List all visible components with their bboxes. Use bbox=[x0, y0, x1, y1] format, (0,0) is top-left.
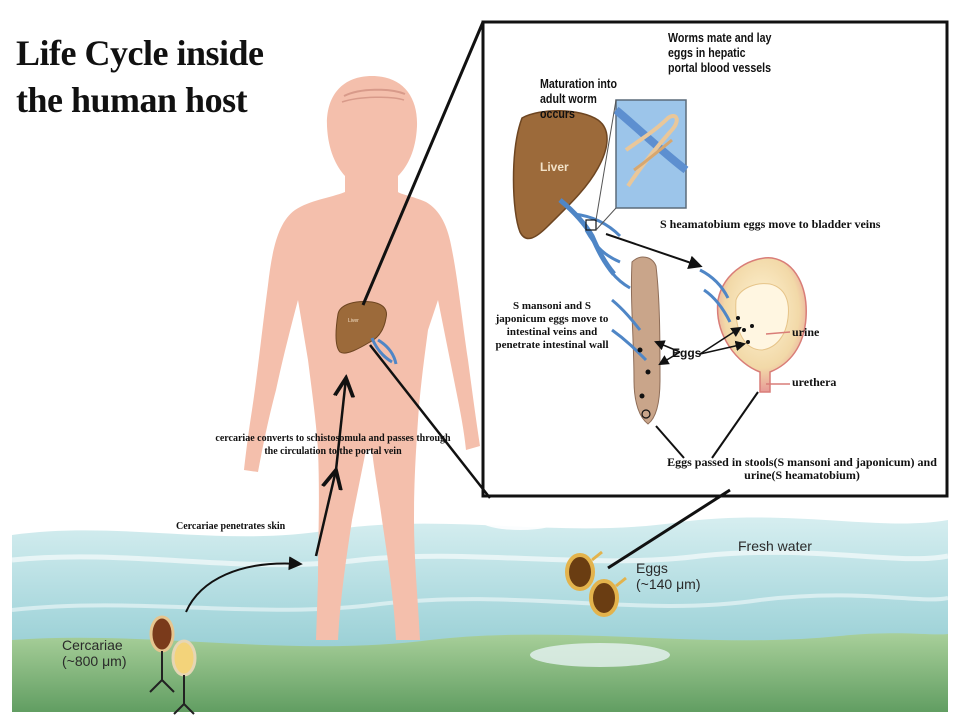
eggs-passed-label: Eggs passed in stools(S mansoni and japo… bbox=[667, 455, 937, 482]
inset-frame bbox=[481, 20, 949, 498]
eggs-label: Eggs (~140 μm) bbox=[636, 560, 700, 592]
cercariae-arrow bbox=[185, 556, 303, 613]
inset-liver bbox=[512, 110, 631, 290]
zoom-line-top bbox=[361, 21, 485, 306]
worms-mate-label: Worms mate and lay eggs in hepatic porta… bbox=[668, 30, 772, 75]
page-title: Life Cycle inside the human host bbox=[16, 33, 264, 120]
mansoni-label: S mansoni and S japonicum eggs move to i… bbox=[495, 300, 609, 351]
cercariae-label: Cercariae (~800 μm) bbox=[62, 637, 126, 669]
fresh-water-label: Fresh water bbox=[738, 538, 812, 554]
bladder bbox=[699, 257, 807, 393]
body-arrows bbox=[314, 378, 346, 557]
haematobium-label: S heamatobium eggs move to bladder veins bbox=[660, 217, 881, 231]
eggs-title: Eggs bbox=[636, 560, 668, 576]
cercariae-penetrates-label: Cercariae penetrates skin bbox=[176, 521, 286, 532]
urethera-label: urethera bbox=[792, 375, 837, 389]
intestinal-wall bbox=[611, 256, 661, 425]
eggs-size: (~140 μm) bbox=[636, 576, 701, 592]
urine-label: urine bbox=[792, 325, 820, 339]
eggs-illustration bbox=[565, 550, 627, 617]
zoom-line-bottom bbox=[369, 344, 491, 499]
cercariae-illustration bbox=[149, 615, 197, 715]
fresh-water-scene bbox=[11, 510, 949, 712]
inset-liver-label: Liver bbox=[540, 160, 569, 174]
inset-eggs-label: Eggs bbox=[672, 346, 702, 360]
body-liver bbox=[335, 301, 398, 365]
body-liver-label: Liver bbox=[348, 318, 359, 324]
human-body bbox=[244, 76, 480, 640]
schistosomula-label: cercariae converts to schistosomula and … bbox=[215, 433, 451, 457]
cercariae-title: Cercariae bbox=[62, 637, 123, 653]
worms-in-vessel bbox=[595, 99, 689, 231]
maturation-label: Maturation into adult worm occurs bbox=[540, 76, 617, 121]
inset-arrows bbox=[605, 233, 759, 459]
eggs-to-water-line bbox=[607, 488, 731, 570]
cercariae-size: (~800 μm) bbox=[62, 653, 127, 669]
